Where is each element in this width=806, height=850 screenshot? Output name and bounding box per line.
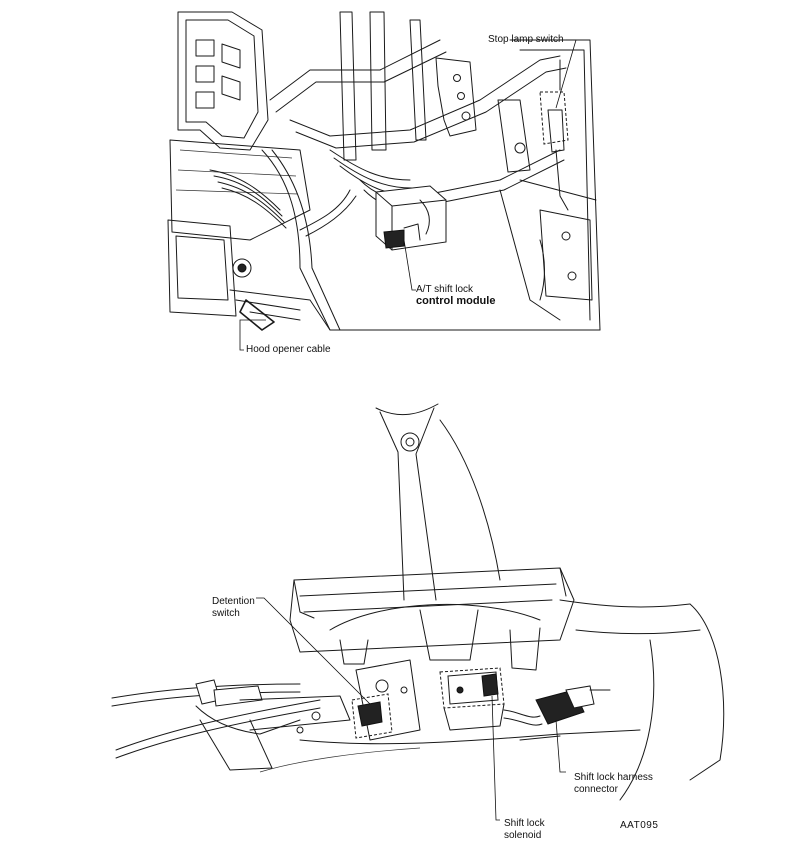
label-harness-connector-line2: connector (574, 784, 618, 795)
label-shift-lock-module-line1: A/T shift lock (416, 284, 474, 295)
figure-code: AAT095 (620, 820, 659, 831)
cables-drawing (111, 679, 351, 771)
detention-switch-drawing (351, 659, 421, 741)
shift-lever-drawing (375, 403, 501, 601)
label-detention-switch-line2: switch (212, 608, 240, 619)
harness-connector-drawing (503, 685, 611, 741)
label-stop-lamp-switch: Stop lamp switch (488, 34, 564, 45)
label-detention-switch-line1: Detention (212, 596, 255, 607)
shift-lock-module-drawing (375, 185, 447, 251)
label-harness-connector-line1: Shift lock harness (574, 772, 653, 783)
label-solenoid-line2: solenoid (504, 830, 542, 841)
label-hood-opener-cable: Hood opener cable (246, 344, 331, 355)
label-shift-lock-module-line2: control module (416, 295, 496, 307)
stop-lamp-area-drawing (497, 39, 601, 331)
solenoid-drawing (439, 667, 505, 731)
label-solenoid-line1: Shift lock (504, 818, 545, 829)
shifter-base-drawing (289, 567, 725, 801)
left-bracket-drawing (167, 11, 601, 331)
